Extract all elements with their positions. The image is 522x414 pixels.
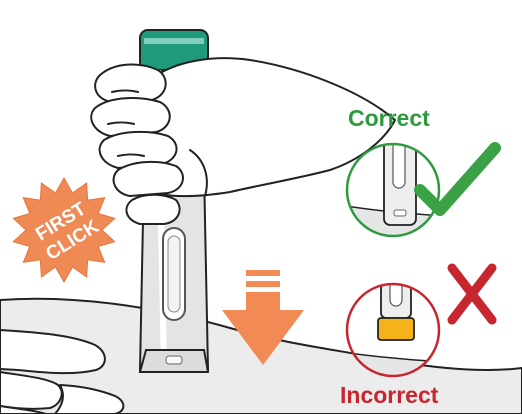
incorrect-label: Incorrect <box>340 382 439 408</box>
correct-label: Correct <box>348 105 430 131</box>
first-click-starburst: FIRST CLICK <box>13 178 114 282</box>
yellow-needle-guard <box>378 318 414 340</box>
x-mark-icon <box>452 268 492 320</box>
